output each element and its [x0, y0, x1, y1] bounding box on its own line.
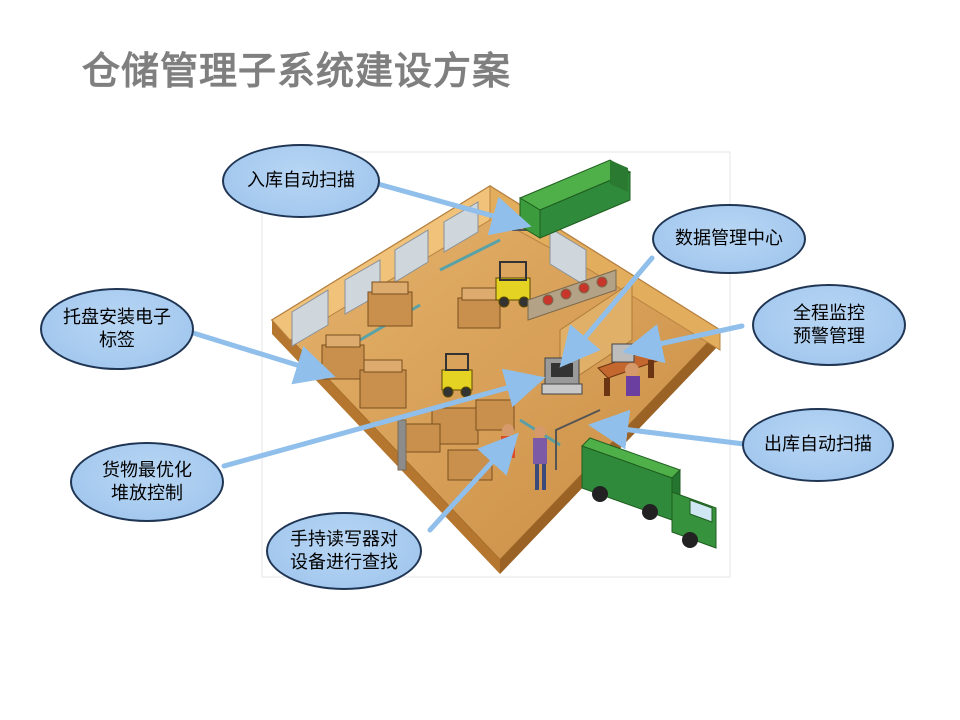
- callout-line: 堆放控制: [111, 483, 183, 504]
- callout-pallet-tag: 托盘安装电子 标签: [40, 288, 194, 370]
- callout-line: 出库自动扫描: [764, 434, 872, 456]
- callout-line: 托盘安装电子: [63, 306, 171, 328]
- callout-outbound-scan: 出库自动扫描: [742, 408, 894, 482]
- callout-inbound-scan: 入库自动扫描: [222, 144, 380, 218]
- outbound-truck: [581, 437, 717, 549]
- callout-handheld-reader: 手持读写器对 设备进行查找: [266, 512, 422, 590]
- callout-line: 设备进行查找: [290, 552, 398, 573]
- callout-line: 入库自动扫描: [247, 170, 355, 192]
- callout-line: 预警管理: [793, 326, 865, 347]
- callout-line: 标签: [99, 330, 135, 351]
- page-title: 仓储管理子系统建设方案: [82, 49, 512, 93]
- callout-line: 数据管理中心: [675, 228, 783, 250]
- callout-stacking-control: 货物最优化 堆放控制: [70, 442, 224, 522]
- callout-line: 手持读写器对: [290, 528, 398, 550]
- callout-line: 货物最优化: [102, 459, 192, 481]
- callout-line: 全程监控: [793, 302, 865, 324]
- callout-arrows: [187, 181, 747, 533]
- inbound-truck: [518, 159, 632, 239]
- server-computer: [541, 357, 583, 395]
- callout-monitoring: 全程监控 预警管理: [752, 284, 906, 366]
- shelf: [397, 269, 617, 471]
- callout-data-center: 数据管理中心: [652, 204, 806, 274]
